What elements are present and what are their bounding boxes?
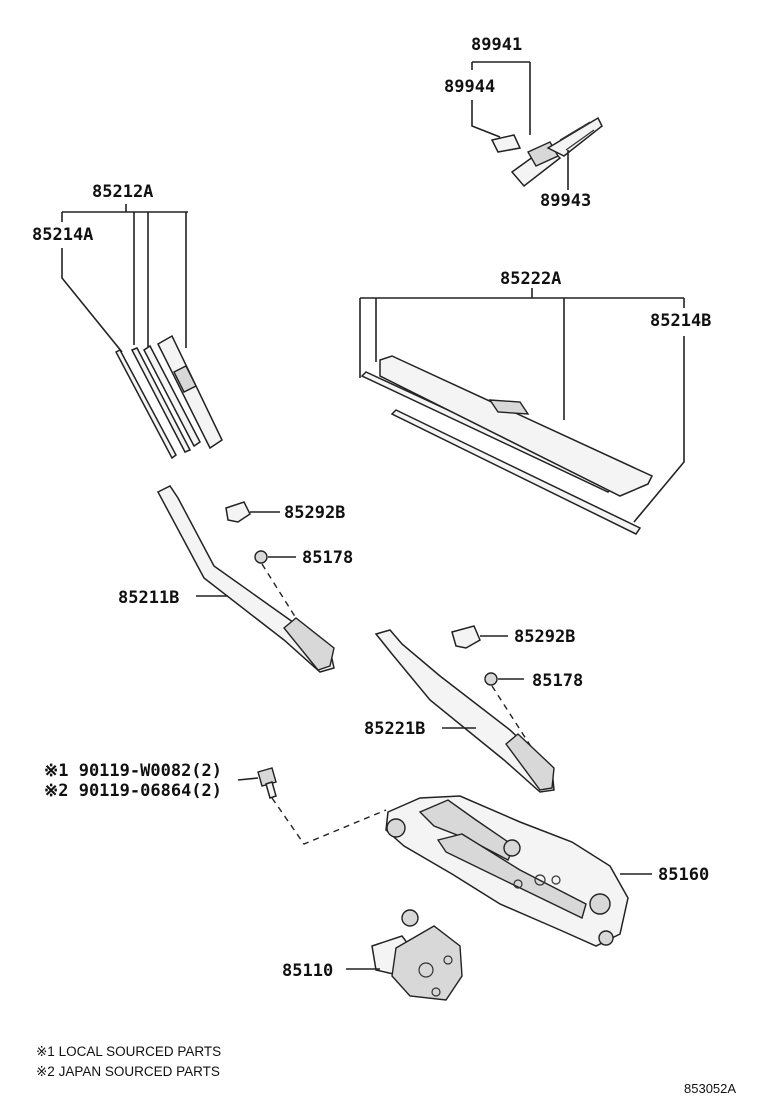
part-bolt-shank xyxy=(265,781,277,799)
leader-89941 xyxy=(471,61,531,135)
leader-85222A-drops xyxy=(359,298,565,420)
part-85110-bolt-1 xyxy=(443,955,453,965)
label-89944: 89944 xyxy=(444,77,495,97)
group-85221B: 85292B 85178 85221B xyxy=(364,625,583,793)
label-85178-1: 85178 xyxy=(302,548,353,568)
part-85160-mount-right xyxy=(598,930,614,946)
part-89943-detail xyxy=(559,121,595,151)
label-bolt-1: ※1 90119-W0082(2) xyxy=(44,761,222,781)
stud-line-1 xyxy=(261,563,317,651)
part-89944-pad xyxy=(490,134,522,153)
part-85160-hole-2 xyxy=(551,875,561,885)
label-85292B-2: 85292B xyxy=(514,627,575,647)
label-89943: 89943 xyxy=(540,191,591,211)
group-85211B: 85292B 85178 85211B xyxy=(118,485,353,673)
label-85221B: 85221B xyxy=(364,719,425,739)
part-85160-pivot-right xyxy=(589,893,611,915)
label-89941: 89941 xyxy=(471,35,522,55)
part-85212A-rail xyxy=(130,347,192,453)
part-85212A-blade-body xyxy=(157,334,223,450)
part-85110-gear xyxy=(418,962,434,978)
leader-85212A-drops xyxy=(61,212,187,352)
leader-bolt xyxy=(237,777,259,781)
note-japan-sourced: ※2 JAPAN SOURCED PARTS xyxy=(36,1064,220,1079)
label-85160: 85160 xyxy=(658,865,709,885)
label-85214A: 85214A xyxy=(32,225,93,245)
part-85110-shaft xyxy=(401,909,419,927)
group-85212A: 85212A 85214A xyxy=(32,182,223,460)
leader-85222A-bar xyxy=(360,288,684,299)
label-85292B-1: 85292B xyxy=(284,503,345,523)
group-85110: 85110 xyxy=(282,909,463,1001)
leader-85214B xyxy=(633,298,685,523)
part-85212A-strip xyxy=(143,344,201,448)
group-bolts: ※1 90119-W0082(2) ※2 90119-06864(2) xyxy=(44,761,387,845)
part-85222A-adapter xyxy=(488,399,530,415)
group-89941: 89941 89944 89943 xyxy=(444,35,603,211)
leader-85212A-bar xyxy=(62,204,188,213)
group-85222A: 85222A 85214B xyxy=(359,269,711,535)
part-85221B-head xyxy=(505,733,555,791)
part-89943-clip xyxy=(546,116,603,157)
label-85110: 85110 xyxy=(282,961,333,981)
part-85160-pivot-left xyxy=(386,818,406,838)
part-85211B-head xyxy=(283,617,335,671)
part-85222A-blade-body xyxy=(379,355,654,497)
part-85292B-cap-2 xyxy=(451,625,481,649)
label-85212A: 85212A xyxy=(92,182,153,202)
bolt-install-line xyxy=(271,797,387,845)
part-85160-link-2 xyxy=(436,833,587,919)
leader-89944 xyxy=(471,100,501,138)
leader-85214A xyxy=(61,248,123,353)
label-85214B: 85214B xyxy=(650,311,711,331)
part-85214A-rubber xyxy=(114,349,177,460)
label-85211B: 85211B xyxy=(118,588,179,608)
part-85212A-adapter xyxy=(173,365,197,393)
drawing-code: 853052A xyxy=(684,1081,736,1096)
part-85160-hole-1 xyxy=(534,874,546,886)
stud-line-2 xyxy=(491,685,547,771)
note-local-sourced: ※1 LOCAL SOURCED PARTS xyxy=(36,1044,221,1059)
part-85178-nut-1 xyxy=(254,550,268,564)
label-bolt-2: ※2 90119-06864(2) xyxy=(44,781,222,801)
part-85214B-rubber xyxy=(390,409,642,535)
part-85178-nut-2 xyxy=(484,672,498,686)
part-85110-bolt-2 xyxy=(431,987,441,997)
part-85160-hole-3 xyxy=(513,879,523,889)
part-85160-pivot-center xyxy=(503,839,521,857)
label-85222A: 85222A xyxy=(500,269,561,289)
label-85178-2: 85178 xyxy=(532,671,583,691)
group-85160: 85160 xyxy=(385,795,709,947)
part-85292B-cap-1 xyxy=(225,501,251,523)
